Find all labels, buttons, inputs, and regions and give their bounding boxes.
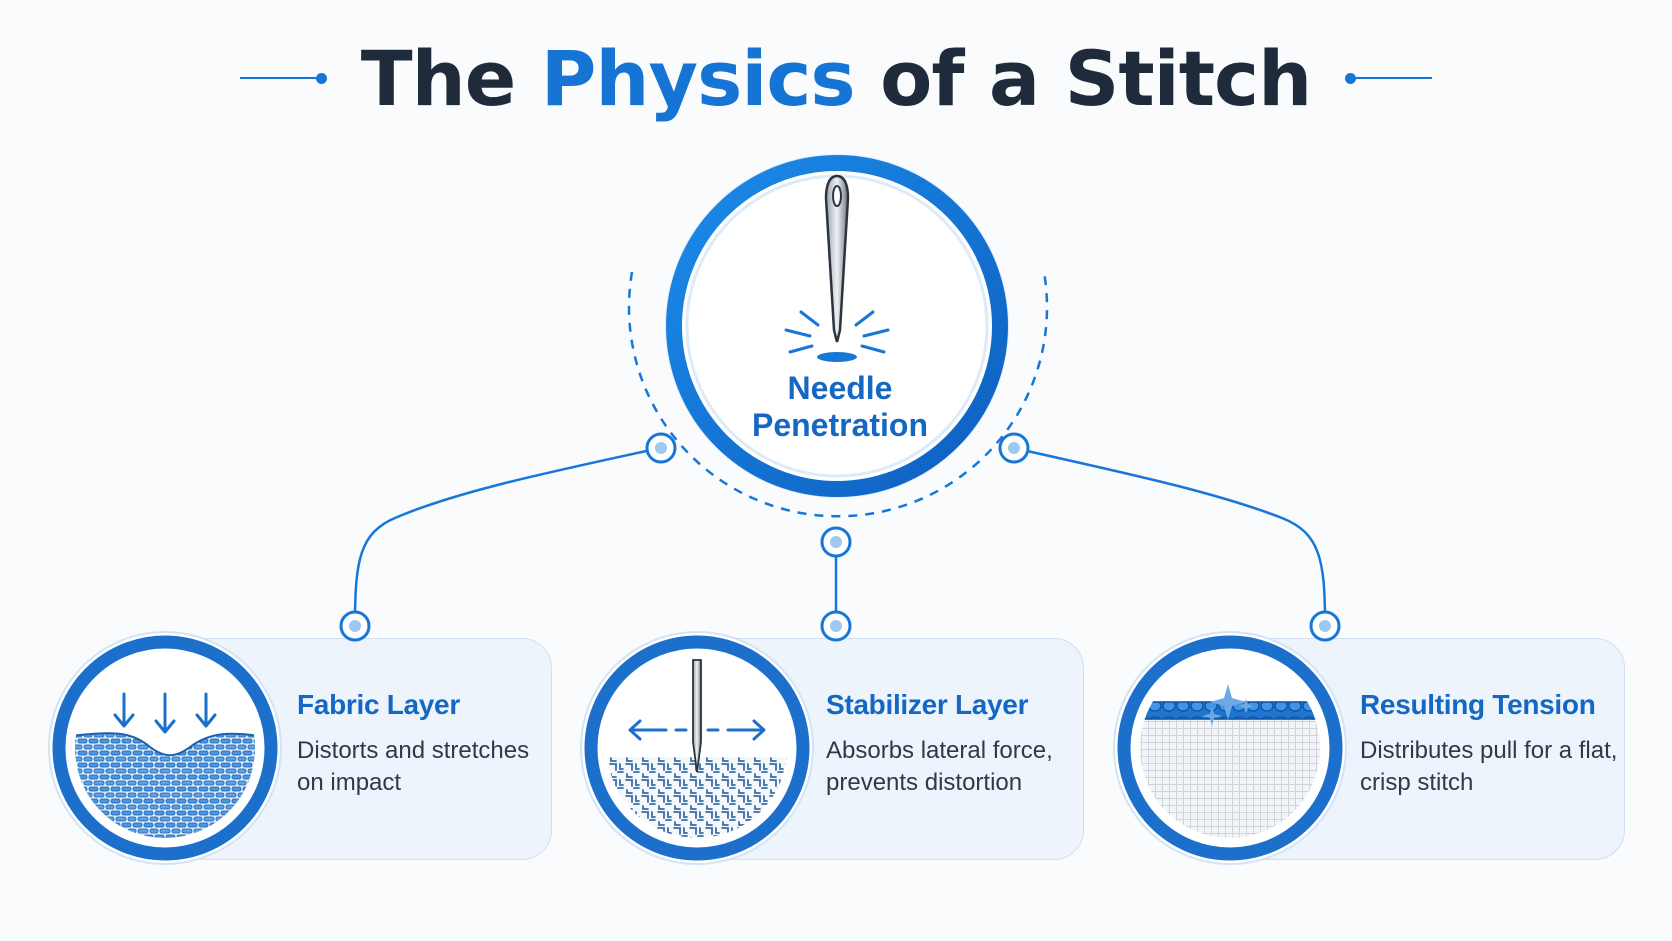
needle-icon: [784, 174, 890, 362]
sparkle-icon: [1202, 684, 1253, 726]
title-rule-left: [239, 72, 327, 84]
hub-label-line-2: Penetration: [751, 407, 929, 443]
orbit-dashed-arc: [627, 271, 1049, 518]
title-rule-right: [1345, 72, 1433, 84]
card-title-tension: Resulting Tension: [1360, 689, 1596, 720]
title-part-1: The: [360, 33, 541, 123]
stabilizer-mesh-icon: [580, 631, 814, 865]
fabric-compression-icon: [48, 631, 282, 865]
card-title-fabric: Fabric Layer: [297, 689, 460, 720]
hub-label-line-1: Needle: [787, 370, 893, 406]
title-accent: Physics: [540, 33, 856, 123]
flat-stitch-icon: [1113, 631, 1347, 865]
card-desc-fabric: Distorts and stretches on impact: [297, 737, 530, 796]
connector-right: [1013, 446, 1327, 625]
connector-left: [353, 446, 661, 625]
card-desc-tension: Distributes pull for a flat, crisp stitc…: [1360, 737, 1618, 796]
card-title-stabilizer: Stabilizer Layer: [826, 689, 1029, 720]
card-desc-stabilizer: Absorbs lateral force, prevents distorti…: [826, 737, 1053, 796]
title-bar: The Physics of a Stitch: [0, 28, 1672, 128]
page-title: The Physics of a Stitch: [360, 33, 1312, 123]
title-part-2: of a Stitch: [854, 33, 1312, 123]
hub-label: Needle Penetration: [680, 370, 1000, 444]
